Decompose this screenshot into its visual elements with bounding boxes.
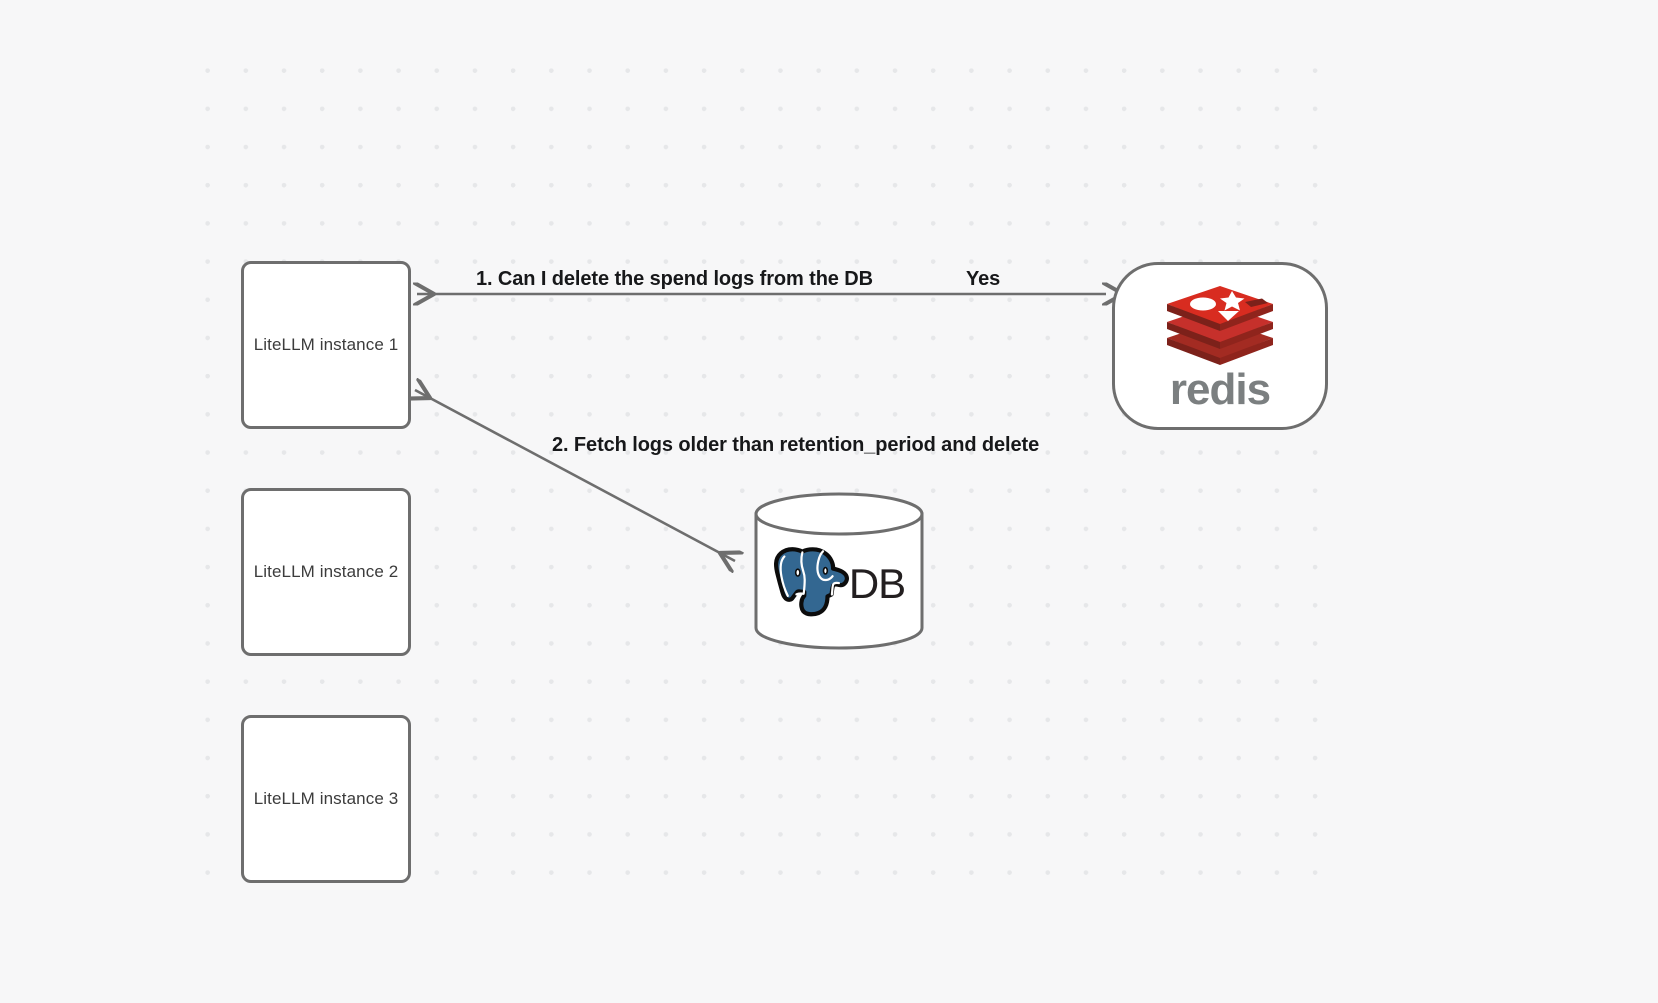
node-label: LiteLLM instance 2 bbox=[253, 562, 399, 581]
redis-wordmark: redis bbox=[1169, 365, 1271, 414]
postgresql-elephant-icon bbox=[773, 547, 849, 617]
node-redis[interactable]: redis bbox=[1112, 262, 1328, 430]
edge-label-fetch-delete: 2. Fetch logs older than retention_perio… bbox=[552, 434, 1040, 456]
edge-db-litellm1 bbox=[415, 390, 735, 561]
node-litellm-instance-1[interactable]: LiteLLM instance 1 bbox=[241, 261, 411, 429]
redis-logo-icon bbox=[1167, 286, 1273, 365]
node-label: LiteLLM instance 3 bbox=[253, 789, 399, 808]
node-litellm-instance-2[interactable]: LiteLLM instance 2 bbox=[241, 488, 411, 656]
node-db-cylinder[interactable]: DB bbox=[753, 492, 925, 650]
edge-label-request: 1. Can I delete the spend logs from the … bbox=[476, 268, 873, 290]
edge-label-reply: Yes bbox=[966, 268, 1001, 290]
node-label: LiteLLM instance 1 bbox=[253, 335, 399, 354]
node-litellm-instance-3[interactable]: LiteLLM instance 3 bbox=[241, 715, 411, 883]
db-label: DB bbox=[848, 560, 906, 607]
